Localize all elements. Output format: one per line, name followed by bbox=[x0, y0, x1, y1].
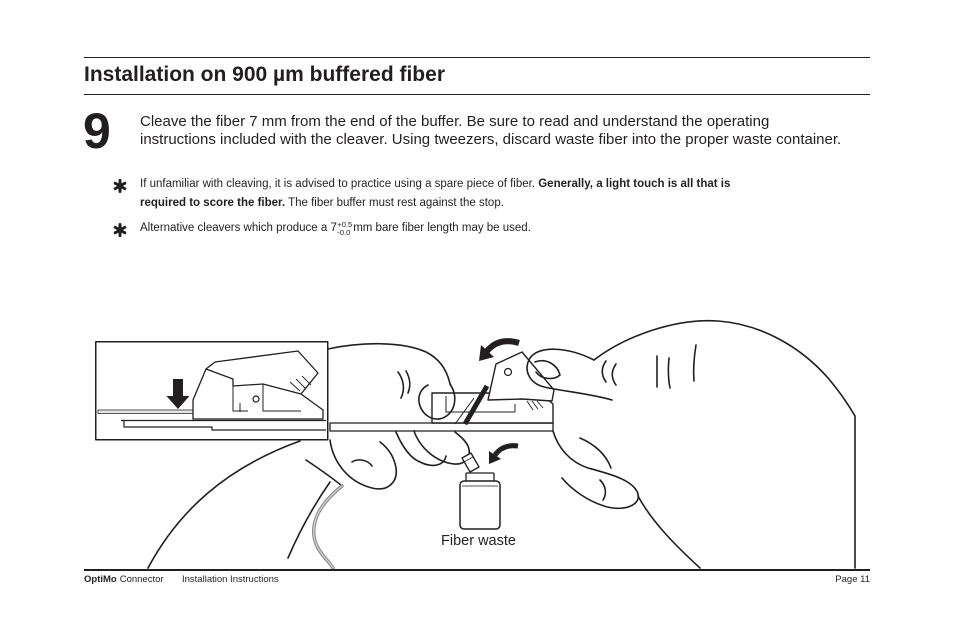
waste-bottle bbox=[459, 452, 501, 530]
note-line: required to score the fiber. The fiber b… bbox=[140, 194, 730, 213]
thumbnail bbox=[534, 359, 561, 380]
note-line: Alternative cleavers which produce a 7+0… bbox=[140, 219, 531, 238]
blade-hatching bbox=[536, 400, 544, 409]
fiber-stop bbox=[232, 386, 248, 412]
finger-contour bbox=[395, 431, 447, 467]
asterisk-icon bbox=[113, 179, 127, 193]
note-emphasis: Generally, a light touch is all that is bbox=[538, 178, 731, 190]
finger-contour bbox=[579, 437, 612, 469]
note-text: mm bare fiber length may be used. bbox=[353, 222, 531, 234]
blade-hatching bbox=[295, 378, 307, 390]
down-arrow-icon bbox=[166, 379, 190, 409]
cleaver-slot bbox=[445, 396, 516, 413]
fiber-waste-label: Fiber waste bbox=[441, 533, 516, 549]
footer-brand: OptiMo bbox=[84, 574, 117, 585]
note-text: Alternative cleavers which produce a 7 bbox=[140, 222, 337, 234]
note-text: The fiber buffer must rest against the s… bbox=[285, 197, 504, 209]
top-rule bbox=[84, 57, 870, 58]
arm-contour bbox=[147, 440, 301, 569]
curved-arrow-icon bbox=[479, 338, 520, 361]
step-number: 9 bbox=[83, 103, 111, 159]
asterisk-stroke bbox=[113, 225, 127, 235]
note-text: If unfamiliar with cleaving, it is advis… bbox=[140, 178, 539, 190]
finger-contour bbox=[329, 439, 397, 490]
tweezers bbox=[454, 384, 490, 426]
wrist-contour bbox=[305, 459, 343, 487]
right-hand bbox=[526, 319, 856, 569]
cap-thread bbox=[463, 456, 474, 463]
footer-document-title: Installation Instructions bbox=[182, 574, 279, 585]
section-title: Installation on 900 µm buffered fiber bbox=[84, 63, 445, 86]
left-hand bbox=[327, 342, 470, 490]
fingernail bbox=[405, 370, 411, 394]
fiber-cable bbox=[312, 484, 344, 570]
index-finger-contour bbox=[327, 342, 451, 385]
blade-hatching bbox=[526, 400, 534, 411]
cable-highlight bbox=[313, 485, 343, 569]
blade-hatching bbox=[289, 381, 301, 392]
curved-arrow-icon bbox=[489, 443, 519, 464]
cleaver-lever bbox=[205, 350, 319, 395]
asterisk-stroke bbox=[113, 181, 127, 191]
fingernail bbox=[397, 371, 405, 399]
note-cleaving-practice: If unfamiliar with cleaving, it is advis… bbox=[140, 175, 730, 213]
lever-pivot bbox=[503, 367, 513, 377]
bottle-cap bbox=[461, 452, 480, 473]
arrow-shaft bbox=[484, 338, 520, 354]
length-tolerance: +0.5-0.0 bbox=[337, 221, 352, 236]
thumb-tip bbox=[418, 383, 456, 420]
inset-detail bbox=[95, 341, 329, 441]
blade-hatching bbox=[531, 400, 539, 410]
step-instructions: Cleave the fiber 7 mm from the end of th… bbox=[140, 113, 841, 149]
finger-contour bbox=[413, 430, 470, 465]
tolerance-plus: +0.5 bbox=[337, 220, 353, 229]
title-rule bbox=[84, 94, 870, 95]
arrow-head bbox=[479, 345, 494, 361]
cleaver-lever bbox=[487, 351, 555, 402]
knuckle-line bbox=[599, 479, 607, 501]
cleaver-base-bar bbox=[329, 422, 554, 432]
fingernail bbox=[351, 459, 373, 467]
note-line: If unfamiliar with cleaving, it is advis… bbox=[140, 175, 730, 194]
step-line: Cleave the fiber 7 mm from the end of th… bbox=[140, 113, 770, 130]
bottle-body bbox=[459, 480, 501, 530]
note-emphasis: required to score the fiber. bbox=[140, 197, 286, 209]
left-arm-outline bbox=[147, 440, 343, 569]
cleaver-clamp bbox=[192, 368, 324, 420]
cleaver-tool bbox=[329, 351, 555, 432]
footer-rule bbox=[84, 569, 870, 571]
hand-contour bbox=[593, 319, 856, 569]
cleaver-base-bottom bbox=[123, 420, 326, 431]
bare-fiber bbox=[97, 409, 203, 414]
page-number: Page 11 bbox=[835, 574, 870, 585]
skin-crease bbox=[692, 344, 697, 382]
lever-pivot bbox=[252, 395, 260, 403]
step-line: instructions included with the cleaver. … bbox=[140, 131, 842, 148]
wrist-contour bbox=[287, 481, 331, 559]
footer-product-name: Connector bbox=[119, 574, 164, 585]
arrow-head bbox=[489, 451, 501, 464]
tolerance-minus: -0.0 bbox=[337, 227, 351, 237]
thumb-contour bbox=[526, 348, 613, 401]
cleaving-illustration bbox=[95, 319, 856, 570]
palm-contour bbox=[637, 495, 701, 569]
skin-crease bbox=[601, 360, 607, 383]
arrow-shaft bbox=[492, 443, 519, 457]
finger-contour bbox=[552, 430, 639, 510]
asterisk-icon bbox=[113, 223, 127, 237]
clamp-edge bbox=[262, 384, 301, 412]
tweezers-arm bbox=[462, 384, 490, 426]
skin-crease bbox=[667, 357, 671, 389]
skin-crease bbox=[611, 363, 617, 386]
note-alternative-cleavers: Alternative cleavers which produce a 7+0… bbox=[140, 219, 531, 238]
tweezers-arm bbox=[454, 397, 475, 425]
blade-hatching bbox=[301, 375, 312, 386]
